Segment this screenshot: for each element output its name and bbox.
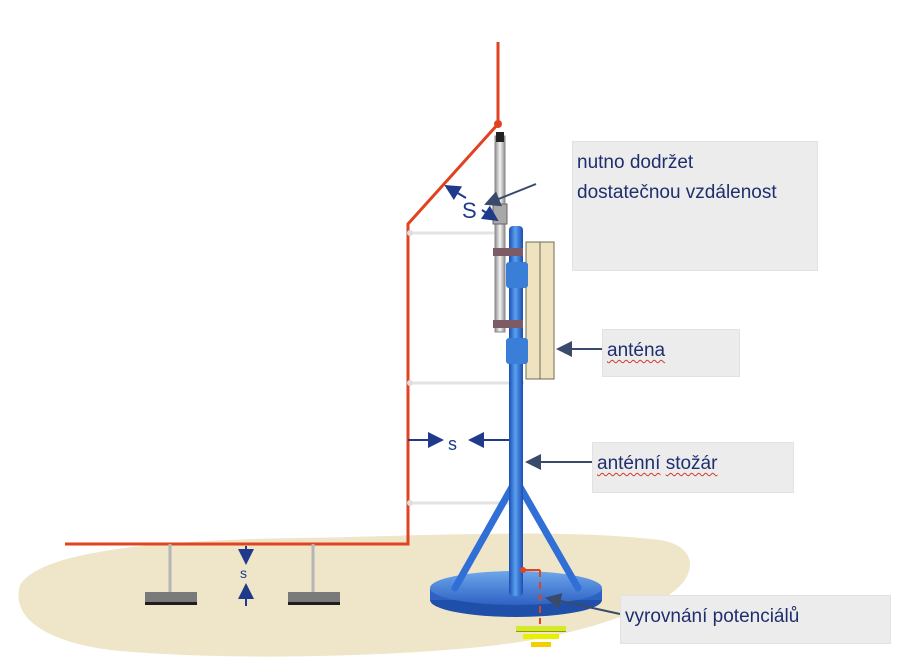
distance-label-mid: s [448,434,457,454]
equipotential-label: vyrovnání potenciálů [625,606,800,627]
antenna-mast [509,226,523,596]
distance-label-top: S [462,198,477,223]
clearance-note-line2: dostatečnou vzdálenost [577,182,777,203]
ground-supports [145,544,340,605]
distance-label-ground: s [240,565,247,581]
earth-ground-icon [516,626,566,647]
callout-leaders [484,183,621,615]
lightning-conductor-roof [65,42,500,546]
antenna-label: anténa [607,340,666,361]
antenna-callout: anténa [602,329,740,377]
clearance-note-callout: nutno dodržet dostatečnou vzdálenost [572,141,818,271]
mast-callout: anténní stožár [592,442,794,493]
clearance-note-line1: nutno dodržet [577,152,694,173]
air-terminal-junction [494,120,502,128]
antenna-clamp [506,262,528,288]
mast-label-word2: stožár [665,453,718,474]
equipotential-callout: vyrovnání potenciálů [620,595,891,644]
mast-label-word1: anténní [597,453,661,474]
antenna-panel [525,241,555,380]
mast-legs [451,476,582,592]
antenna-clamp [506,338,528,364]
distance-arrows [238,184,509,606]
